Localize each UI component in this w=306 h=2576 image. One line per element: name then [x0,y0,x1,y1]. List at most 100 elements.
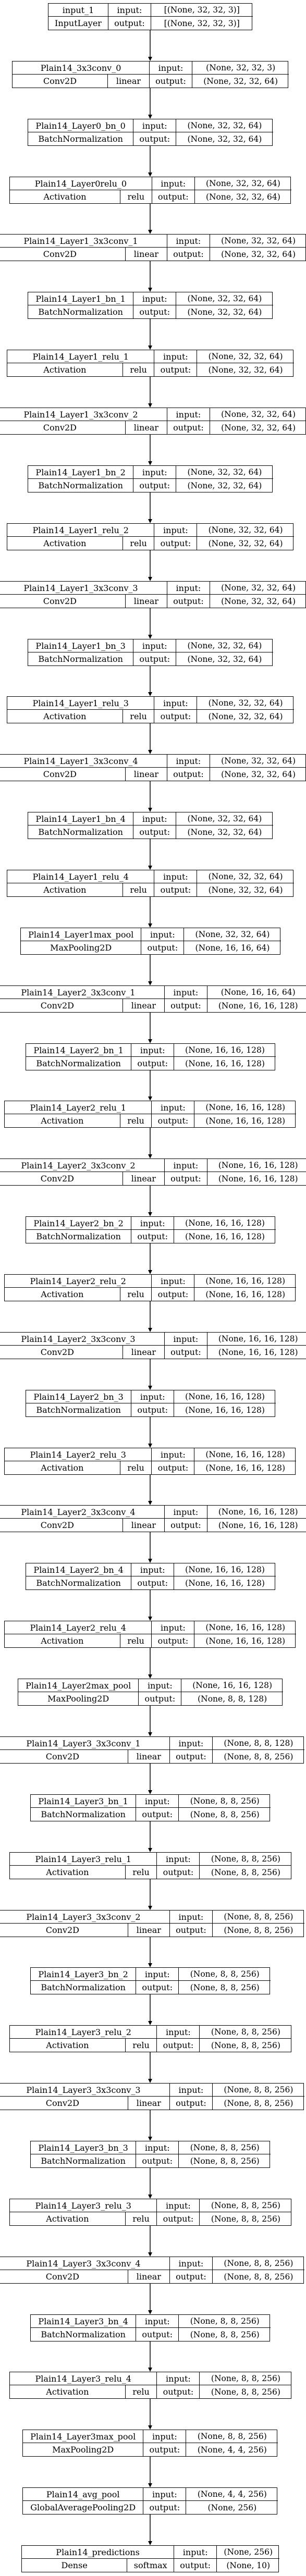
output-label: output: [167,248,210,261]
input-shape: (None, 8, 8, 256) [179,1968,271,1981]
layer-type: Conv2D [0,1519,123,1532]
input-shape: (None, 8, 8, 256) [200,2199,292,2212]
output-shape: (None, 8, 8, 256) [190,1982,260,1992]
layer-name: Plain14_Layer1_relu_4 [7,870,155,883]
edge-arrow [148,435,152,465]
edge-arrow [148,1243,152,1274]
edge-arrow [148,1013,152,1043]
layer-name: Plain14_Layer2_bn_2 [26,1217,132,1230]
edge-arrow [148,2399,152,2430]
layer-name: Plain14_Layer2_relu_2 [5,1275,152,1288]
layer-name: Plain14_Layer3_3x3conv_3 [0,2084,170,2097]
input-label: input: [167,755,210,768]
edge-arrow [148,2226,152,2257]
output-shape: (None, 32, 32, 64) [187,654,262,664]
layer-activation: relu [126,2385,157,2398]
output-label: output: [143,2501,187,2514]
layer-type: BatchNormalization [26,1057,132,1070]
layer-name: Plain14_Layer1max_pool [21,928,142,941]
input-shape: (None, 4, 4, 256) [186,2488,278,2501]
input-shape: (None, 16, 16, 128) [174,1217,276,1230]
edge-arrow [148,608,152,639]
output-label: output: [154,363,198,376]
output-shape: (None, 32, 32, 64) [221,249,296,259]
layer-activation: linear [126,595,167,608]
layer-name: Plain14_Layer1_3x3conv_3 [0,582,167,595]
layer-activation: relu [126,2039,157,2052]
output-shape: (None, 32, 32, 64) [203,76,278,86]
layer-type: BatchNormalization [31,2154,137,2167]
output-shape: (None, 16, 16, 128) [185,1058,265,1068]
layer-activation: relu [120,1288,152,1301]
output-shape: (None, 8, 8, 256) [190,2156,260,2166]
output-shape: (None, 8, 8, 256) [211,2387,280,2397]
input-label: input: [152,1621,195,1634]
output-shape: (None, 8, 8, 256) [224,2272,293,2282]
layer-name: Plain14_Layer2max_pool [18,1679,139,1692]
layer-name: Plain14_Layer1_3x3conv_2 [0,408,167,421]
edge-arrow [148,550,152,581]
layer-activation: relu [120,190,152,203]
layer-activation: relu [120,1114,152,1127]
output-label: output: [165,1519,207,1532]
output-shape: (None, 16, 16, 128) [185,1578,265,1588]
edge-arrow [148,30,152,61]
input-label: input: [154,870,198,883]
layer-type: Conv2D [0,1346,123,1359]
output-label: output: [167,768,210,781]
input-label: input: [152,177,195,190]
output-shape: (None, 8, 8, 256) [224,1752,293,1761]
layer-type: Activation [7,537,123,550]
output-shape: (None, 32, 32, 64) [221,423,296,433]
input-shape: (None, 32, 32, 64) [210,755,306,768]
layer-type: Activation [5,1288,120,1301]
output-shape: (None, 10) [226,2560,271,2570]
layer-type: BatchNormalization [28,305,134,318]
input-shape: (None, 8, 8, 128) [212,1737,304,1750]
layer-name: Plain14_Layer3_bn_4 [31,2315,137,2328]
layer-activation: linear [123,999,165,1012]
output-label: output: [108,17,151,30]
input-shape: (None, 256) [217,2546,280,2559]
input-label: input: [164,1333,207,1346]
input-shape: (None, 32, 32, 64) [194,177,292,190]
output-shape: (None, 32, 32, 64) [187,307,262,317]
edge-arrow [148,897,152,928]
output-shape: (None, 16, 16, 128) [218,1174,298,1184]
output-label: output: [152,1461,195,1474]
input-shape: [(None, 32, 32, 3)] [151,4,253,17]
input-shape: (None, 8, 8, 256) [179,2315,271,2328]
layer-type: Dense [22,2559,128,2572]
input-shape: (None, 8, 8, 256) [212,2257,304,2270]
edge-arrow [148,666,152,696]
output-label: output: [170,1750,213,1763]
layer-type: InputLayer [48,17,108,30]
layer-type: Activation [5,1461,120,1474]
edge-arrow [148,1359,152,1390]
edge-arrow [148,146,152,177]
layer-activation: linear [123,1519,165,1532]
layer-type: BatchNormalization [31,1808,137,1821]
input-shape: (None, 32, 32, 3) [192,61,289,75]
output-label: output: [131,1230,175,1243]
output-shape: (None, 32, 32, 64) [187,134,262,144]
layer-type: Conv2D [13,75,108,88]
layer-type: Activation [5,1114,120,1127]
output-shape: (None, 8, 8, 256) [211,2214,280,2224]
layer-name: Plain14_Layer3_relu_3 [10,2199,157,2212]
input-shape: (None, 16, 16, 128) [207,1159,306,1172]
layer-type: Conv2D [0,248,126,261]
layer-activation: linear [123,1172,165,1185]
input-label: input: [152,1101,195,1114]
layer-type: Conv2D [0,2097,128,2110]
layer-activation: relu [120,1634,152,1647]
output-label: output: [170,2097,213,2110]
